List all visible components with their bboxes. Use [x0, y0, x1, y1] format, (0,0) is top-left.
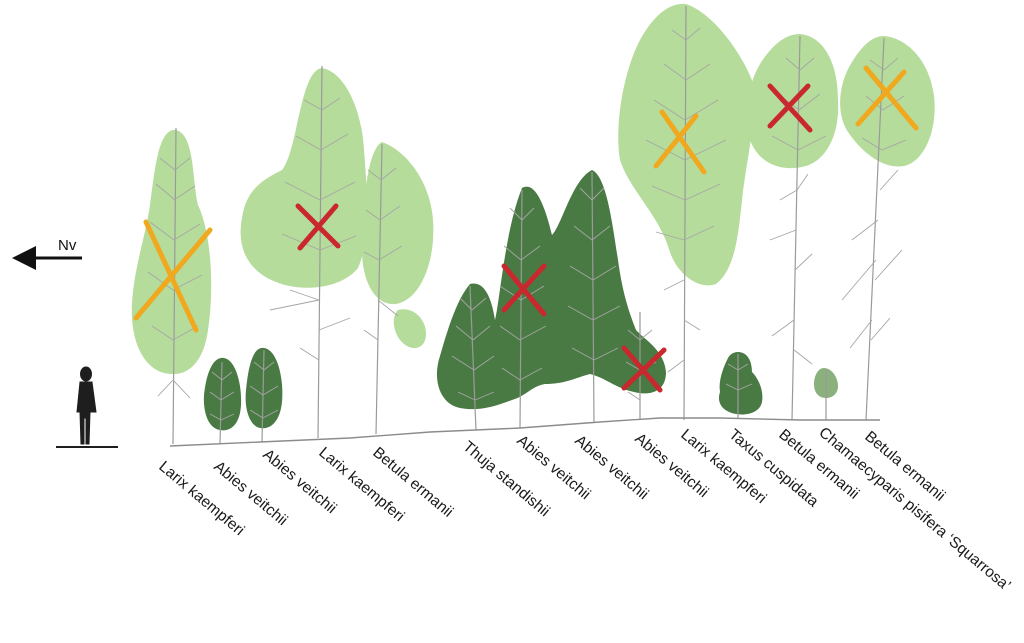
tree-label: Larix kaempferi [677, 426, 769, 507]
crown-shape [436, 170, 666, 410]
person-scale-figure [56, 366, 118, 448]
crown-shape [240, 68, 368, 288]
person-body [76, 381, 97, 445]
crown-shape [203, 357, 242, 431]
crown-larix-kaempferi-4 [240, 68, 368, 288]
arrow-head [12, 246, 36, 270]
crown-abies-veitchii-2 [203, 357, 242, 431]
ground-line [169, 417, 880, 447]
crown-abies-veitchii-3 [245, 347, 283, 429]
crown-shape [718, 352, 763, 415]
species-labels: Larix kaempferi Abies veitchii Abies vei… [155, 424, 1013, 594]
prune-mark-betula-ermanii-14 [855, 65, 919, 131]
crown-taxus-cuspidata [718, 352, 763, 415]
remove-mark-abies-veitchii-7 [501, 263, 547, 317]
crown-shape [131, 129, 212, 375]
direction-label: Nv [58, 237, 77, 254]
prune-mark-larix-kaempferi-10 [653, 109, 707, 175]
crown-betula-ermanii-14 [840, 36, 935, 167]
crown-betula-ermanii-5 [362, 142, 434, 349]
crown-thuja-abies-cluster [436, 170, 666, 410]
remove-mark-abies-veitchii-9 [621, 345, 667, 393]
remove-mark-betula-ermanii-12 [767, 83, 813, 133]
crown-shape [840, 36, 935, 167]
crown-shape-small [393, 309, 426, 349]
north-arrow: Nv [12, 237, 82, 270]
crown-shape [362, 142, 434, 305]
tree-label: Chamaecyparis pisifera ‘Squarrosa’ [815, 424, 1013, 594]
crown-larix-kaempferi-1 [131, 129, 212, 375]
remove-mark-larix-kaempferi-4 [295, 203, 341, 251]
prune-mark-larix-kaempferi-1 [133, 219, 213, 333]
crown-shape [245, 347, 283, 429]
person-head [80, 366, 92, 382]
